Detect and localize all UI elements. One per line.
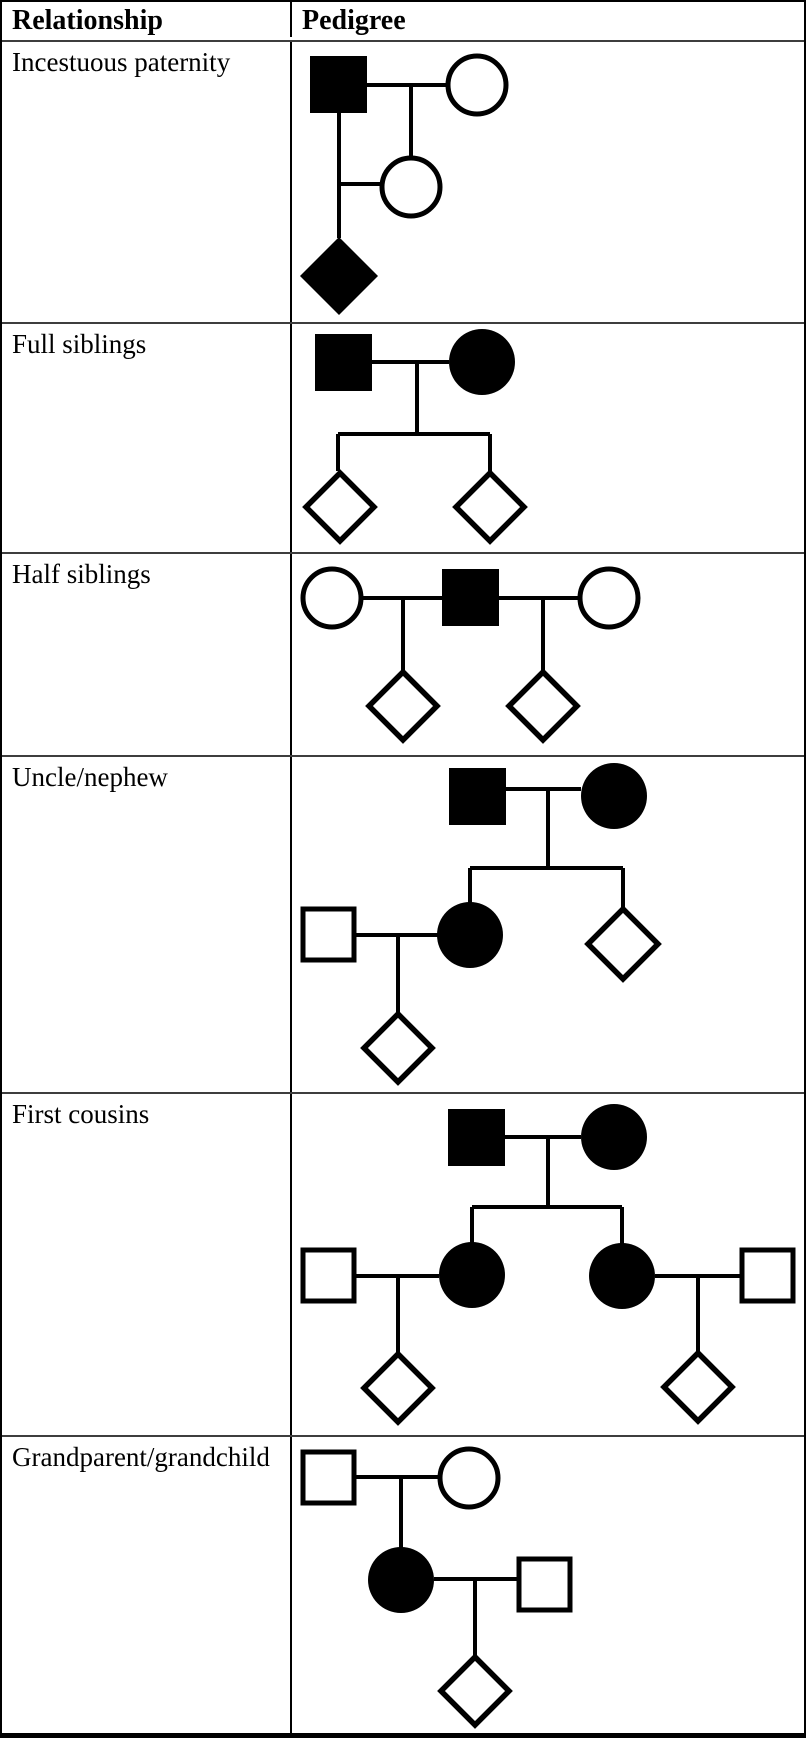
relationship-cell: First cousins <box>2 1094 292 1435</box>
mother-female-symbol <box>368 1547 434 1613</box>
table-header-row: Relationship Pedigree <box>2 2 804 40</box>
relationship-label: First cousins <box>12 1099 150 1129</box>
uncle-unknown-sex-symbol <box>584 905 662 983</box>
father-1-male-symbol <box>300 1247 357 1304</box>
mother-female-symbol <box>445 53 509 117</box>
pedigree-cell <box>292 42 804 322</box>
relationship-label: Incestuous paternity <box>12 47 231 77</box>
relationship-label: Half siblings <box>12 559 151 589</box>
cousin-1-unknown-sex-symbol <box>360 1350 436 1426</box>
half-sibling-2-unknown-sex-symbol <box>505 668 581 744</box>
mother-1-female-symbol <box>300 566 364 630</box>
table-row: Incestuous paternity <box>2 40 804 322</box>
table-row: Uncle/nephew <box>2 755 804 1092</box>
grandmother-female-symbol <box>581 1104 647 1170</box>
table-body: Incestuous paternity Full siblings Half … <box>2 40 804 1733</box>
grandfather-male-symbol <box>449 768 506 825</box>
grandmother-female-symbol <box>437 1446 501 1510</box>
header-relationship: Relationship <box>2 2 292 37</box>
relationship-label: Uncle/nephew <box>12 762 168 792</box>
child-unknown-sex-symbol <box>300 237 378 315</box>
father-male-symbol <box>310 56 367 113</box>
mother-1-female-symbol <box>439 1242 505 1308</box>
pedigree-cell <box>292 757 804 1092</box>
relationship-cell: Grandparent/grandchild <box>2 1437 292 1733</box>
relationship-cell: Uncle/nephew <box>2 757 292 1092</box>
relationship-cell: Half siblings <box>2 554 292 755</box>
grandchild-unknown-sex-symbol <box>437 1653 513 1729</box>
grandfather-male-symbol <box>448 1109 505 1166</box>
pedigree-diagram <box>300 53 509 315</box>
relationship-label: Full siblings <box>12 329 147 359</box>
father-male-symbol <box>315 334 372 391</box>
pedigree-diagram <box>300 1104 796 1426</box>
father-male-symbol <box>300 906 357 963</box>
pedigree-diagram <box>300 566 641 744</box>
cousin-2-unknown-sex-symbol <box>660 1349 736 1425</box>
mother-female-symbol <box>437 902 503 968</box>
relationship-cell: Full siblings <box>2 324 292 552</box>
table-row: Full siblings <box>2 322 804 552</box>
pedigree-diagram <box>300 1446 573 1729</box>
pedigree-cell <box>292 324 804 552</box>
sibling-2-unknown-sex-symbol <box>452 469 528 545</box>
table-row: Grandparent/grandchild <box>2 1435 804 1733</box>
half-sibling-1-unknown-sex-symbol <box>365 668 441 744</box>
father-male-symbol <box>442 569 499 626</box>
pedigree-cell <box>292 1094 804 1435</box>
relationship-cell: Incestuous paternity <box>2 42 292 322</box>
pedigree-cell <box>292 554 804 755</box>
mother-female-symbol <box>449 329 515 395</box>
sibling-1-unknown-sex-symbol <box>302 469 378 545</box>
header-pedigree: Pedigree <box>302 5 406 36</box>
table-row: First cousins <box>2 1092 804 1435</box>
father-male-symbol <box>516 1556 573 1613</box>
mother-2-female-symbol <box>577 566 641 630</box>
mother-2-female-symbol <box>589 1243 655 1309</box>
table-row: Half siblings <box>2 552 804 755</box>
relationship-label: Grandparent/grandchild <box>12 1442 270 1472</box>
father-2-male-symbol <box>739 1247 796 1304</box>
pedigree-diagram <box>300 763 662 1086</box>
grandmother-female-symbol <box>581 763 647 829</box>
pedigree-diagram <box>302 329 528 545</box>
pedigree-cell <box>292 1437 804 1733</box>
grandfather-male-symbol <box>300 1449 357 1506</box>
daughter-female-symbol <box>379 155 443 219</box>
nephew-unknown-sex-symbol <box>360 1010 436 1086</box>
